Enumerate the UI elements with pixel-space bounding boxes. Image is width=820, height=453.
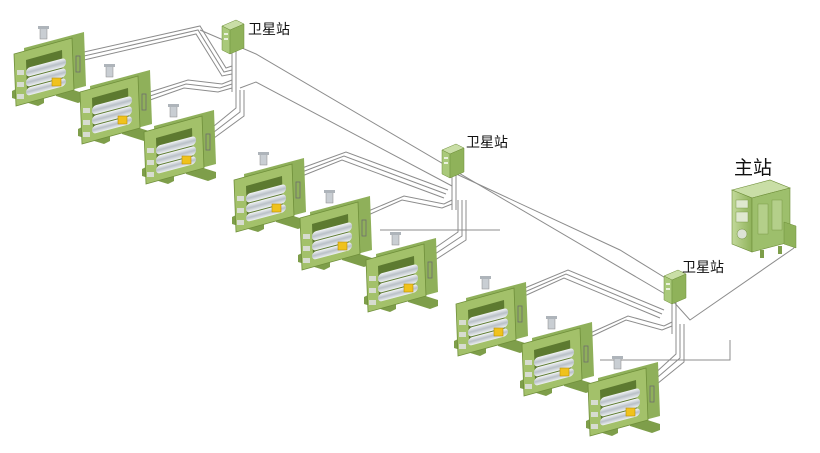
mill-stand-group-1: [11, 25, 217, 185]
mill-stand-group-2: [231, 151, 439, 313]
remote-io-cabinet-icon: [441, 143, 465, 179]
network-cables: [83, 25, 795, 389]
remote-io-cabinet-icon: [221, 19, 245, 55]
rolling-mill-stand-icon: [297, 189, 373, 271]
satellite-station-label: 卫星站: [466, 135, 508, 151]
rolling-mill-stand-icon: [585, 355, 661, 437]
rolling-mill-stand-icon: [363, 231, 439, 313]
rolling-mill-stand-icon: [77, 63, 153, 145]
main-station: 主站: [731, 157, 797, 258]
satellite-station-label: 卫星站: [248, 22, 290, 38]
main-station-label: 主站: [734, 157, 772, 179]
satellite-station-label: 卫星站: [682, 260, 724, 276]
satellite-station-3: 卫星站: [663, 260, 724, 305]
main-control-cabinet-icon: [731, 179, 797, 258]
rolling-mill-stand-icon: [519, 315, 595, 397]
rolling-mill-stand-icon: [453, 275, 529, 357]
rolling-mill-stand-icon: [11, 25, 87, 107]
rolling-mill-stand-icon: [231, 151, 307, 233]
rolling-mill-stand-icon: [141, 103, 217, 185]
satellite-station-2: 卫星站: [441, 135, 508, 179]
satellite-station-1: 卫星站: [221, 19, 290, 55]
